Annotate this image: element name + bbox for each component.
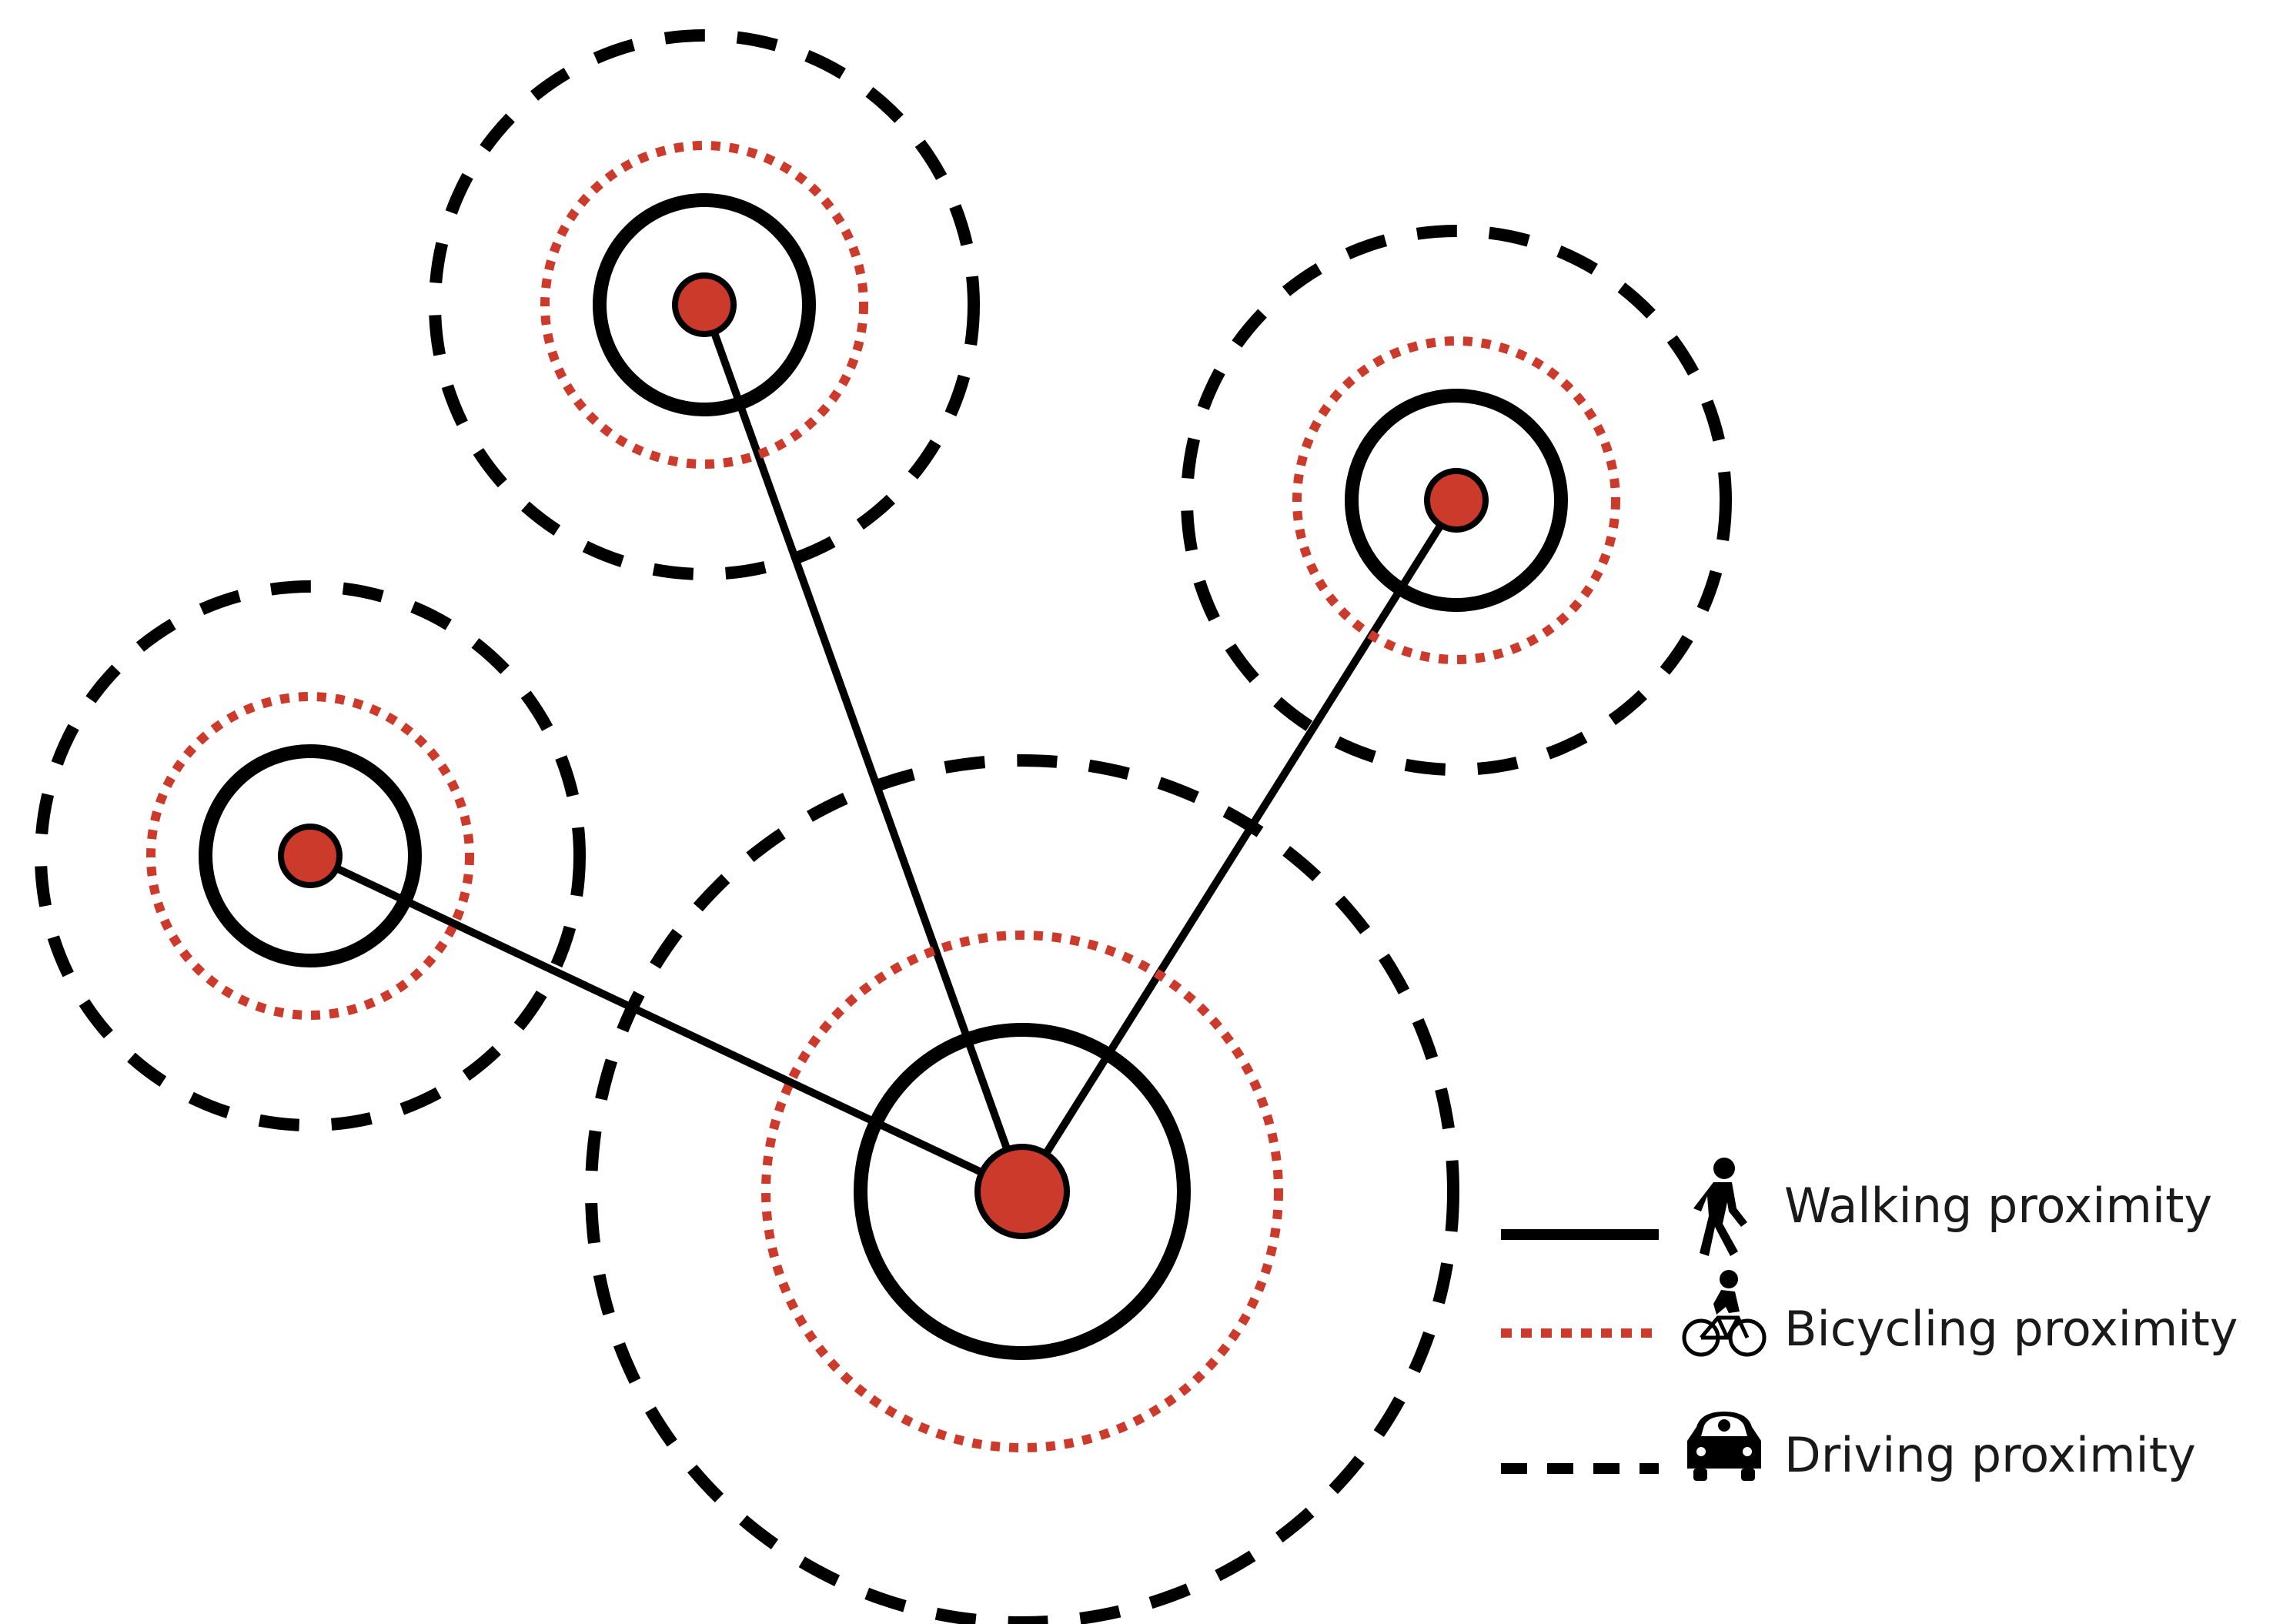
legend-bicycling: Bicycling proximity: [1501, 1270, 2238, 1357]
node-top: [429, 29, 980, 580]
top-walking-ring: [593, 193, 816, 416]
car-icon: [1687, 1412, 1761, 1481]
left-walking-ring: [199, 744, 422, 967]
legend-driving: Driving proximity: [1501, 1412, 2196, 1483]
bicycle-icon: [1682, 1270, 1767, 1357]
legend-bicycling-label: Bicycling proximity: [1784, 1301, 2238, 1357]
left-node: [278, 824, 343, 888]
node-left: [35, 580, 586, 1131]
hub-node: [974, 1144, 1070, 1239]
top-node: [672, 272, 737, 337]
legend-driving-label: Driving proximity: [1784, 1427, 2196, 1483]
pedestrian-icon: [1693, 1158, 1747, 1256]
left-bicycling-ring: [146, 692, 474, 1020]
legend: Walking proximity Bicycling proximity: [1501, 1158, 2238, 1483]
top-bicycling-ring: [540, 141, 868, 469]
right-node: [1424, 468, 1489, 533]
right-bicycling-ring: [1292, 336, 1620, 664]
left-driving-ring: [35, 580, 586, 1131]
right-driving-ring: [1181, 225, 1732, 776]
legend-walking-label: Walking proximity: [1784, 1178, 2212, 1234]
top-driving-ring: [429, 29, 980, 580]
node-right: [1181, 225, 1732, 776]
link-hub-to-left: [306, 852, 1026, 1195]
central-hub: [585, 754, 1459, 1624]
legend-walking: Walking proximity: [1501, 1158, 2212, 1256]
hub-walking-ring: [854, 1023, 1191, 1360]
right-walking-ring: [1345, 389, 1568, 612]
hub-bicycling-ring: [761, 931, 1283, 1452]
hub-driving-ring: [585, 754, 1459, 1624]
link-hub-to-right: [1018, 496, 1460, 1195]
